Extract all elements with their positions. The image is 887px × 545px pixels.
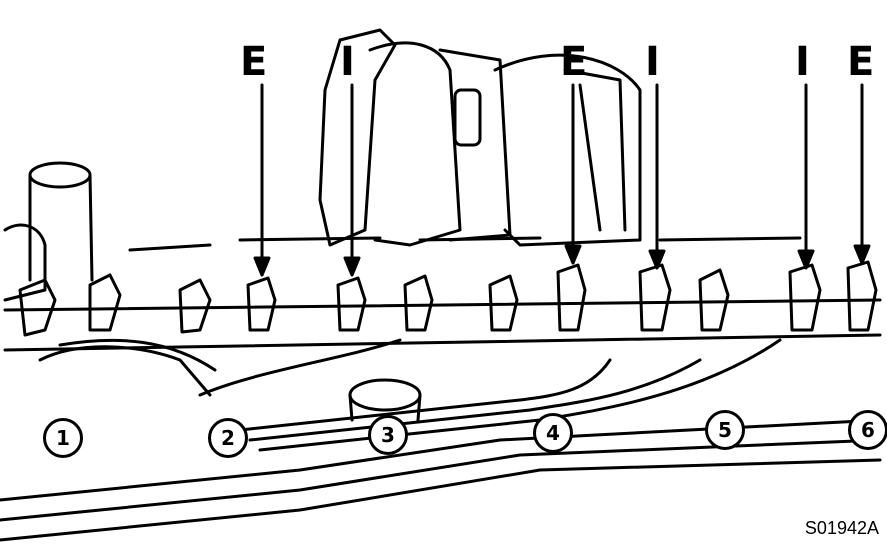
arrows (253, 83, 871, 277)
fuel-lines (0, 338, 882, 542)
cylinder-number-1: 1 (43, 418, 83, 458)
cap (348, 378, 422, 422)
cylinder-number-3: 3 (368, 415, 408, 455)
cylinder-number-4: 4 (533, 413, 573, 453)
valve-label-5: I (795, 39, 810, 85)
figure-id: S01942A (804, 518, 879, 538)
valve-label-1: E (240, 39, 268, 85)
arrowhead-6 (853, 244, 871, 265)
valve-label-2: I (340, 39, 355, 85)
cylinder-number-5: 5 (705, 410, 745, 450)
turbocharger (318, 28, 642, 247)
valve-label-3: E (560, 39, 588, 85)
cylinder-head (3, 236, 882, 352)
oil-filler (3, 161, 94, 302)
arrowhead-2 (343, 256, 361, 277)
cylinder-number-6: 6 (848, 410, 887, 450)
cylinder-number-2: 2 (208, 418, 248, 458)
arrowhead-1 (253, 256, 271, 277)
arrowhead-3 (564, 244, 582, 265)
arrowhead-5 (797, 249, 815, 270)
valve-label-4: I (645, 39, 660, 85)
arrowhead-4 (648, 249, 666, 270)
valve-label-6: E (847, 39, 875, 85)
rocker-arms (18, 260, 878, 337)
